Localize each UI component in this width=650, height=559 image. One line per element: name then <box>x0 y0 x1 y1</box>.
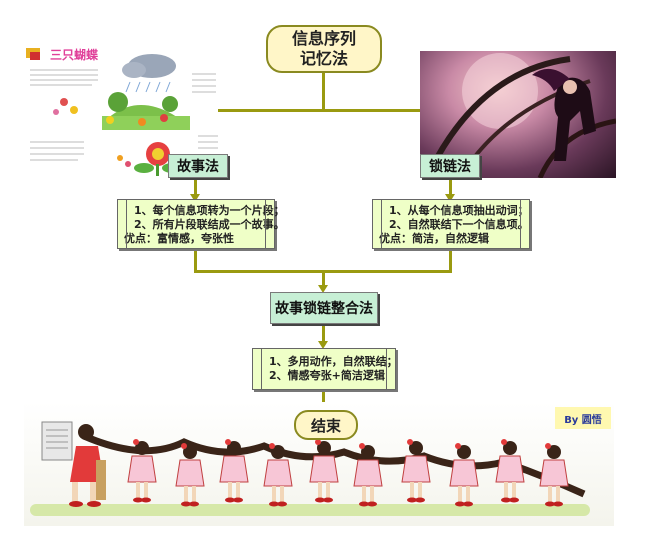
connector-chain-list-down <box>449 249 452 272</box>
chain-step-1: 1、从每个信息项抽出动词； <box>389 204 529 217</box>
title-node: 信息序列 记忆法 <box>266 25 382 73</box>
title-line-2: 记忆法 <box>299 49 348 68</box>
story-illustration-heading: 三只蝴蝶 <box>50 48 99 62</box>
connector-story-list-down <box>194 249 197 272</box>
girl-figure <box>127 439 157 503</box>
chain-method-label-text: 锁链法 <box>429 159 471 175</box>
end-node-text: 结束 <box>310 416 341 435</box>
combined-method-label-text: 故事锁链整合法 <box>275 301 373 317</box>
hair-chain-illustration <box>24 402 614 526</box>
connector-title-down <box>322 73 325 110</box>
connector-branch-horizontal <box>194 109 452 112</box>
girl-figure <box>309 439 339 503</box>
arrow-to-story-list <box>190 194 200 202</box>
combined-method-steps: 1、多用动作，自然联结； 2、情感夸张+简洁逻辑 <box>252 348 398 390</box>
girl-figure <box>219 439 249 503</box>
arrow-to-combined-list <box>318 341 328 349</box>
chain-step-2: 2、自然联结下一个信息项。 <box>389 218 529 231</box>
girls-figures <box>127 439 569 507</box>
story-method-steps: 1、每个信息项转为一个片段； 2、所有片段联结成一个故事。 优点：富情感，夸张性 <box>117 199 285 249</box>
arrow-to-chain-list <box>445 194 455 202</box>
story-step-2: 2、所有片段联结成一个故事。 <box>134 218 285 231</box>
title-line-1: 信息序列 <box>291 29 356 48</box>
combined-step-1: 1、多用动作，自然联结； <box>269 355 398 368</box>
chain-method-steps: 1、从每个信息项抽出动词； 2、自然联结下一个信息项。 优点：简洁，自然逻辑 <box>372 199 530 249</box>
connector-combined-list-down <box>322 390 325 408</box>
author-badge: By 圆悟 <box>555 407 611 429</box>
chain-advantage: 优点：简洁，自然逻辑 <box>379 232 489 245</box>
connector-chain-label-down <box>449 177 452 197</box>
story-advantage: 优点：富情感，夸张性 <box>124 232 234 245</box>
girl-figure <box>175 443 205 507</box>
story-method-label-text: 故事法 <box>177 159 219 175</box>
chain-method-label: 锁链法 <box>420 154 480 178</box>
story-illustration: 三只蝴蝶 <box>22 44 218 178</box>
end-node: 结束 <box>294 410 358 440</box>
girl-figure <box>449 443 479 507</box>
arrow-to-combined <box>318 285 328 293</box>
story-method-label: 故事法 <box>168 154 228 178</box>
girl-figure <box>495 439 525 503</box>
girl-figure <box>539 443 569 507</box>
author-badge-text: By 圆悟 <box>564 414 602 426</box>
connector-combined-down <box>322 324 325 346</box>
combined-method-label: 故事锁链整合法 <box>270 292 378 324</box>
girl-figure <box>263 443 293 507</box>
connector-merge-down <box>322 270 325 290</box>
connector-story-label-down <box>194 177 197 197</box>
story-step-1: 1、每个信息项转为一个片段； <box>134 204 285 217</box>
girls-row <box>24 402 614 526</box>
combined-step-2: 2、情感夸张+简洁逻辑 <box>269 369 385 382</box>
girl-figure <box>401 439 431 503</box>
girl-figure <box>353 443 383 507</box>
